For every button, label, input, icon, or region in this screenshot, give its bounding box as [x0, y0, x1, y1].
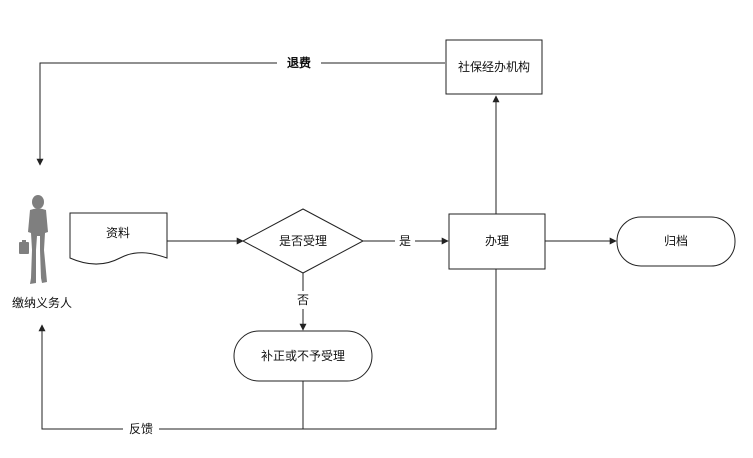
refund-label-bg	[277, 53, 321, 71]
no-label: 否	[297, 293, 309, 307]
yes-label-bg	[395, 232, 415, 250]
process-node: 办理	[448, 213, 546, 270]
archive-node: 归档	[616, 216, 736, 267]
materials-node: 资料	[69, 212, 168, 265]
person-icon	[19, 195, 48, 284]
refund-label: 退费	[287, 55, 311, 70]
feedback-label-bg	[123, 420, 159, 438]
decision-label: 是否受理	[279, 234, 327, 248]
correction-label: 补正或不予受理	[261, 349, 345, 363]
archive-label: 归档	[664, 234, 688, 248]
refund-connector	[36, 62, 445, 166]
feedback-label: 反馈	[129, 422, 153, 436]
process-feedback-connector	[38, 269, 497, 430]
agency-label: 社保经办机构	[458, 59, 530, 74]
process-label: 办理	[485, 233, 509, 248]
decision-node: 是否受理	[241, 208, 365, 274]
materials-label: 资料	[106, 226, 130, 240]
correction-node: 补正或不予受理	[233, 330, 373, 382]
person-label: 缴纳义务人	[12, 295, 72, 310]
yes-label: 是	[399, 234, 411, 248]
no-label-bg	[294, 291, 312, 309]
agency-node: 社保经办机构	[445, 39, 543, 95]
